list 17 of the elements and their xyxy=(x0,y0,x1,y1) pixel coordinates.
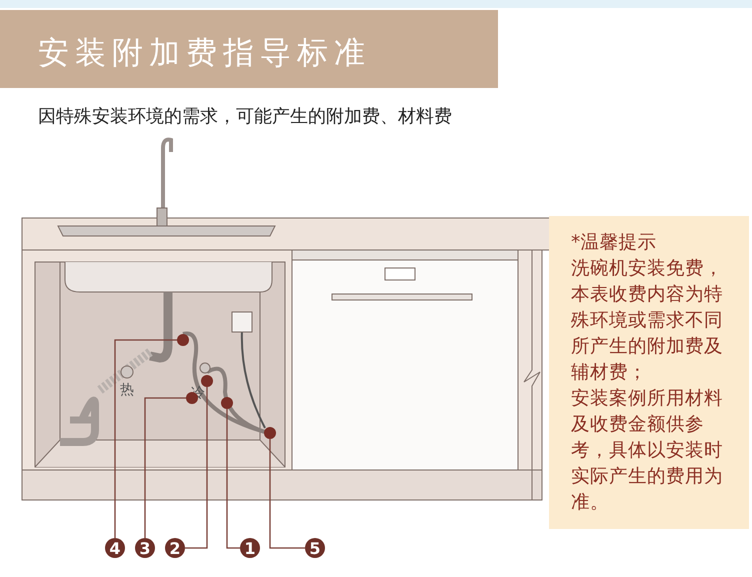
leader-line xyxy=(114,339,177,538)
note-text: 洗碗机安装免费，本表收费内容为特殊环境或需求不同所产生的附加费及辅材费； xyxy=(571,257,724,385)
note-box xyxy=(549,216,749,529)
note-text: 安装案例所用材料及收费金额供参考，具体以安装时实际产生的费用为准。 xyxy=(571,387,724,515)
callout-number: 3 xyxy=(135,538,155,558)
callout-number: 4 xyxy=(105,538,125,558)
leader-line xyxy=(226,409,240,549)
valve-label: 热 xyxy=(120,381,134,399)
title: 安装附加费指导标准 xyxy=(38,34,371,73)
leader-line xyxy=(185,387,208,549)
leader-line xyxy=(269,439,305,549)
callout-number: 1 xyxy=(240,538,260,558)
subtitle: 因特殊安装环境的需求，可能产生的附加费、材料费 xyxy=(38,105,452,128)
callout-number: 2 xyxy=(165,538,185,558)
leader-line xyxy=(144,397,186,538)
note-heading: *温馨提示 xyxy=(571,231,658,255)
callout-number: 5 xyxy=(305,538,325,558)
